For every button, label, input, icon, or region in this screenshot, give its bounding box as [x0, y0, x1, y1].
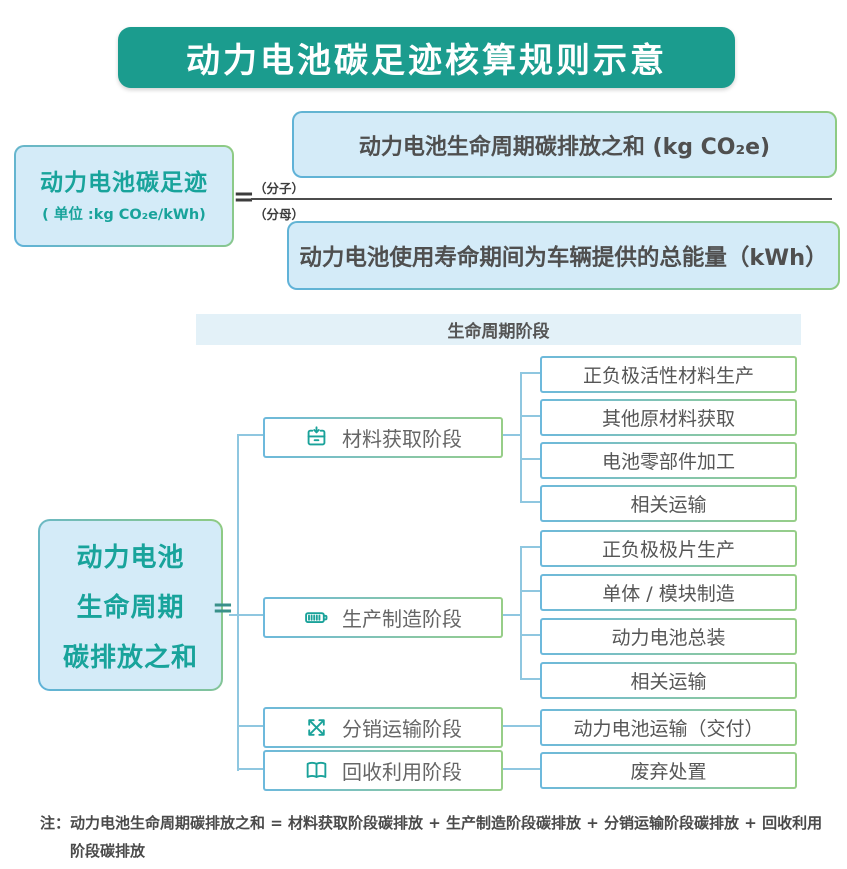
- leaf-box: 动力电池运输（交付）: [540, 709, 797, 746]
- distribution-arrows-icon: [308, 719, 325, 736]
- connector-stage4: [237, 768, 263, 770]
- stub-g2-leaf2: [520, 590, 540, 592]
- leaf-box: 正负极活性材料生产: [540, 356, 797, 393]
- connector-group1: [499, 434, 521, 436]
- carbon-footprint-label: 动力电池碳足迹: [40, 170, 208, 196]
- stub-g2-leaf4: [520, 678, 540, 680]
- leaf-box: 动力电池总装: [540, 618, 797, 655]
- carbon-footprint-term-box: 动力电池碳足迹 ( 单位 :kg CO₂e/kWh): [14, 145, 234, 247]
- footnote: 注： 动力电池生命周期碳排放之和 = 材料获取阶段碳排放 + 生产制造阶段碳排放…: [40, 810, 824, 866]
- leaf-box: 单体 / 模块制造: [540, 574, 797, 611]
- connector-stage2: [229, 614, 263, 616]
- numerator-label: （分子）: [254, 181, 305, 196]
- stage-box-production: 生产制造阶段: [263, 597, 503, 638]
- branch-line-group2: [520, 546, 522, 680]
- denominator-label: （分母）: [254, 207, 305, 222]
- numerator-box: 动力电池生命周期碳排放之和 (kg CO₂e): [292, 111, 837, 178]
- stage-label: 材料获取阶段: [342, 427, 462, 451]
- connector-stage3: [237, 725, 263, 727]
- stub-g2-leaf3: [520, 634, 540, 636]
- leaf-box: 相关运输: [540, 485, 797, 522]
- sum-box-line1: 动力电池: [76, 542, 185, 573]
- connector-group4: [499, 768, 540, 770]
- stub-g1-leaf4: [520, 501, 540, 503]
- branch-line-group1: [520, 372, 522, 503]
- denominator-box: 动力电池使用寿命期间为车辆提供的总能量（kWh）: [287, 221, 840, 290]
- page-title: 动力电池碳足迹核算规则示意: [118, 27, 735, 88]
- stage-label: 回收利用阶段: [342, 760, 462, 784]
- stage-label: 分销运输阶段: [342, 717, 462, 741]
- stage-box-recycling: 回收利用阶段: [263, 750, 503, 791]
- connector-group3: [499, 725, 540, 727]
- stub-g1-leaf1: [520, 372, 540, 374]
- lifecycle-sum-box: 动力电池 生命周期 碳排放之和: [38, 519, 223, 691]
- battery-icon: [305, 612, 328, 624]
- stub-g2-leaf1: [520, 546, 540, 548]
- connector-stage1: [237, 434, 263, 436]
- lifecycle-stage-header: 生命周期阶段: [196, 314, 801, 345]
- leaf-box: 电池零部件加工: [540, 442, 797, 479]
- leaf-box: 相关运输: [540, 662, 797, 699]
- connector-group2: [499, 614, 521, 616]
- recycling-book-icon: [306, 761, 327, 778]
- leaf-box: 其他原材料获取: [540, 399, 797, 436]
- stub-g1-leaf3: [520, 458, 540, 460]
- footnote-label: 注：: [40, 814, 71, 832]
- tree-trunk-line: [237, 434, 239, 771]
- material-acquisition-icon: [307, 426, 326, 446]
- stage-box-distribution: 分销运输阶段: [263, 707, 503, 748]
- equals-sign-formula: =: [233, 182, 255, 212]
- carbon-footprint-unit: ( 单位 :kg CO₂e/kWh): [42, 207, 206, 223]
- fraction-line: [251, 198, 832, 200]
- sum-box-line3: 碳排放之和: [62, 642, 198, 673]
- stub-g1-leaf2: [520, 415, 540, 417]
- stage-label: 生产制造阶段: [342, 607, 462, 631]
- leaf-box: 正负极极片生产: [540, 530, 797, 567]
- equals-sign-tree: =: [212, 593, 234, 623]
- stage-box-material-acquisition: 材料获取阶段: [263, 417, 503, 458]
- sum-box-line2: 生命周期: [76, 592, 185, 623]
- leaf-box: 废弃处置: [540, 752, 797, 789]
- footnote-text: 动力电池生命周期碳排放之和 = 材料获取阶段碳排放 + 生产制造阶段碳排放 + …: [70, 814, 823, 860]
